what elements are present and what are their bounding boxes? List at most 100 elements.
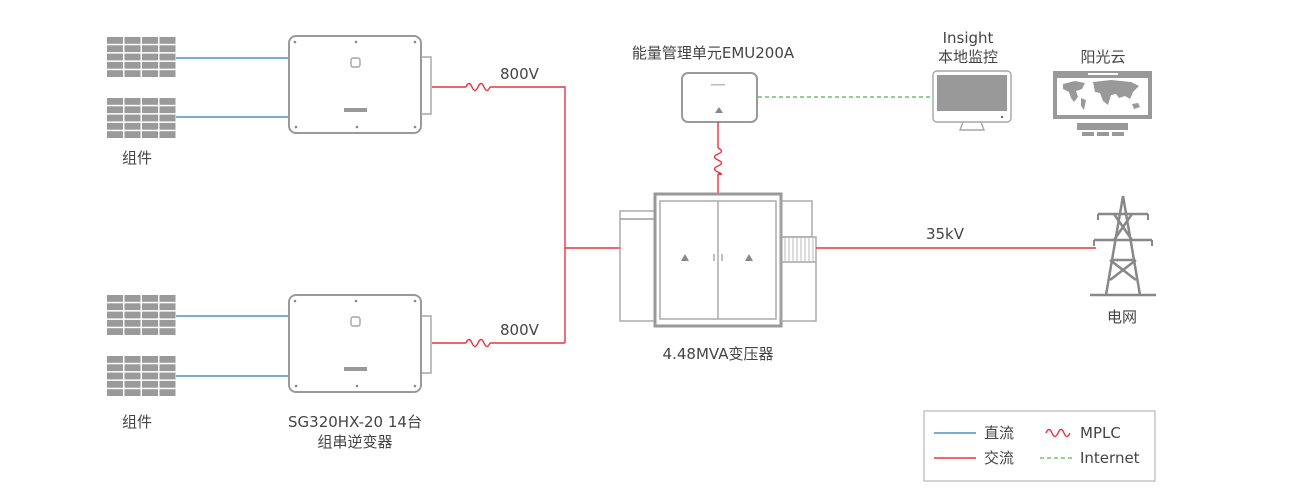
solar-cell: [124, 114, 141, 122]
solar-cell: [107, 380, 123, 388]
solar-cell: [142, 311, 158, 319]
solar-cell: [142, 45, 158, 53]
legend-mplc-wave-icon: [1045, 428, 1071, 438]
solar-cell: [159, 372, 176, 380]
transformer-label: 4.48MVA变压器: [663, 345, 774, 363]
solar-cell: [124, 372, 141, 380]
solar-cell: [142, 106, 158, 114]
mplc-wave-icon: [465, 82, 491, 92]
solar-cell: [107, 356, 123, 363]
grid-label: 电网: [1107, 308, 1137, 326]
solar-cell: [142, 295, 158, 302]
ac-line: [432, 86, 621, 344]
transformer: [619, 192, 817, 328]
solar-cell: [159, 328, 176, 335]
solar-module-groups: [107, 37, 176, 396]
solar-cell: [124, 98, 141, 105]
mplc-wave-icon: [713, 147, 723, 175]
solar-cell: [142, 122, 158, 130]
inverter-type-label: 组串逆变器: [317, 433, 392, 451]
solar-cell: [107, 61, 123, 69]
solar-cell: [142, 61, 158, 69]
solar-panel-icon: [107, 37, 176, 77]
solar-cell: [124, 53, 141, 61]
solar-cell: [107, 389, 123, 396]
solar-cell: [142, 364, 158, 372]
solar-cell: [142, 98, 158, 105]
legend-internet-label: Internet: [1080, 449, 1140, 467]
monitor-icon: [932, 70, 1012, 131]
solar-cell: [142, 380, 158, 388]
voltage-label-top: 800V: [500, 65, 540, 83]
solar-cell: [159, 106, 176, 114]
solar-cell: [159, 98, 176, 105]
solar-cell: [124, 61, 141, 69]
solar-cell: [124, 37, 141, 44]
solar-cell: [142, 356, 158, 363]
emu-label: 能量管理单元EMU200A: [632, 44, 795, 62]
local-monitor-label: 本地监控: [938, 48, 998, 66]
solar-panel-icon: [107, 295, 176, 335]
cloud-label: 阳光云: [1080, 48, 1125, 66]
solar-cell: [142, 70, 158, 77]
solar-cell: [107, 364, 123, 372]
solar-cell: [159, 131, 176, 138]
solar-cell: [159, 45, 176, 53]
modules-label-top: 组件: [122, 149, 152, 167]
solar-cell: [107, 114, 123, 122]
solar-cell: [159, 122, 176, 130]
solar-cell: [107, 37, 123, 44]
legend: 直流 交流 MPLC Internet: [923, 410, 1156, 482]
solar-cell: [107, 70, 123, 77]
solar-cell: [107, 53, 123, 61]
solar-cell: [124, 389, 141, 396]
solar-cell: [107, 98, 123, 105]
solar-cell: [159, 70, 176, 77]
mplc-wave-icon: [465, 338, 491, 348]
legend-ac-label: 交流: [984, 449, 1014, 467]
solar-cell: [159, 380, 176, 388]
solar-cell: [124, 70, 141, 77]
solar-cell: [142, 303, 158, 311]
solar-cell: [159, 389, 176, 396]
solar-cell: [124, 311, 141, 319]
solar-cell: [159, 295, 176, 302]
solar-cell: [107, 131, 123, 138]
solar-cell: [142, 114, 158, 122]
legend-mplc-label: MPLC: [1080, 424, 1121, 442]
solar-cell: [142, 389, 158, 396]
solar-panel-icon: [107, 356, 176, 396]
solar-cell: [142, 328, 158, 335]
solar-cell: [107, 328, 123, 335]
solar-cell: [124, 303, 141, 311]
solar-cell: [107, 122, 123, 130]
solar-cell: [142, 53, 158, 61]
solar-cell: [107, 45, 123, 53]
solar-cell: [124, 295, 141, 302]
legend-dc-label: 直流: [984, 424, 1014, 442]
solar-cell: [159, 356, 176, 363]
solar-cell: [159, 61, 176, 69]
solar-cell: [159, 364, 176, 372]
solar-cell: [124, 328, 141, 335]
solar-cell: [159, 303, 176, 311]
solar-cell: [124, 122, 141, 130]
solar-cell: [124, 131, 141, 138]
inverter-bottom: [288, 294, 432, 393]
solar-cell: [142, 131, 158, 138]
solar-cell: [124, 380, 141, 388]
cloud-platform-icon: [1053, 71, 1152, 136]
solar-cell: [159, 311, 176, 319]
solar-cell: [142, 319, 158, 327]
solar-cell: [142, 372, 158, 380]
solar-cell: [107, 106, 123, 114]
solar-cell: [107, 303, 123, 311]
solar-cell: [107, 372, 123, 380]
solar-cell: [107, 295, 123, 302]
solar-cell: [124, 106, 141, 114]
solar-cell: [107, 319, 123, 327]
inverter-top: [288, 35, 432, 134]
solar-cell: [124, 356, 141, 363]
solar-panel-icon: [107, 98, 176, 138]
solar-cell: [107, 311, 123, 319]
